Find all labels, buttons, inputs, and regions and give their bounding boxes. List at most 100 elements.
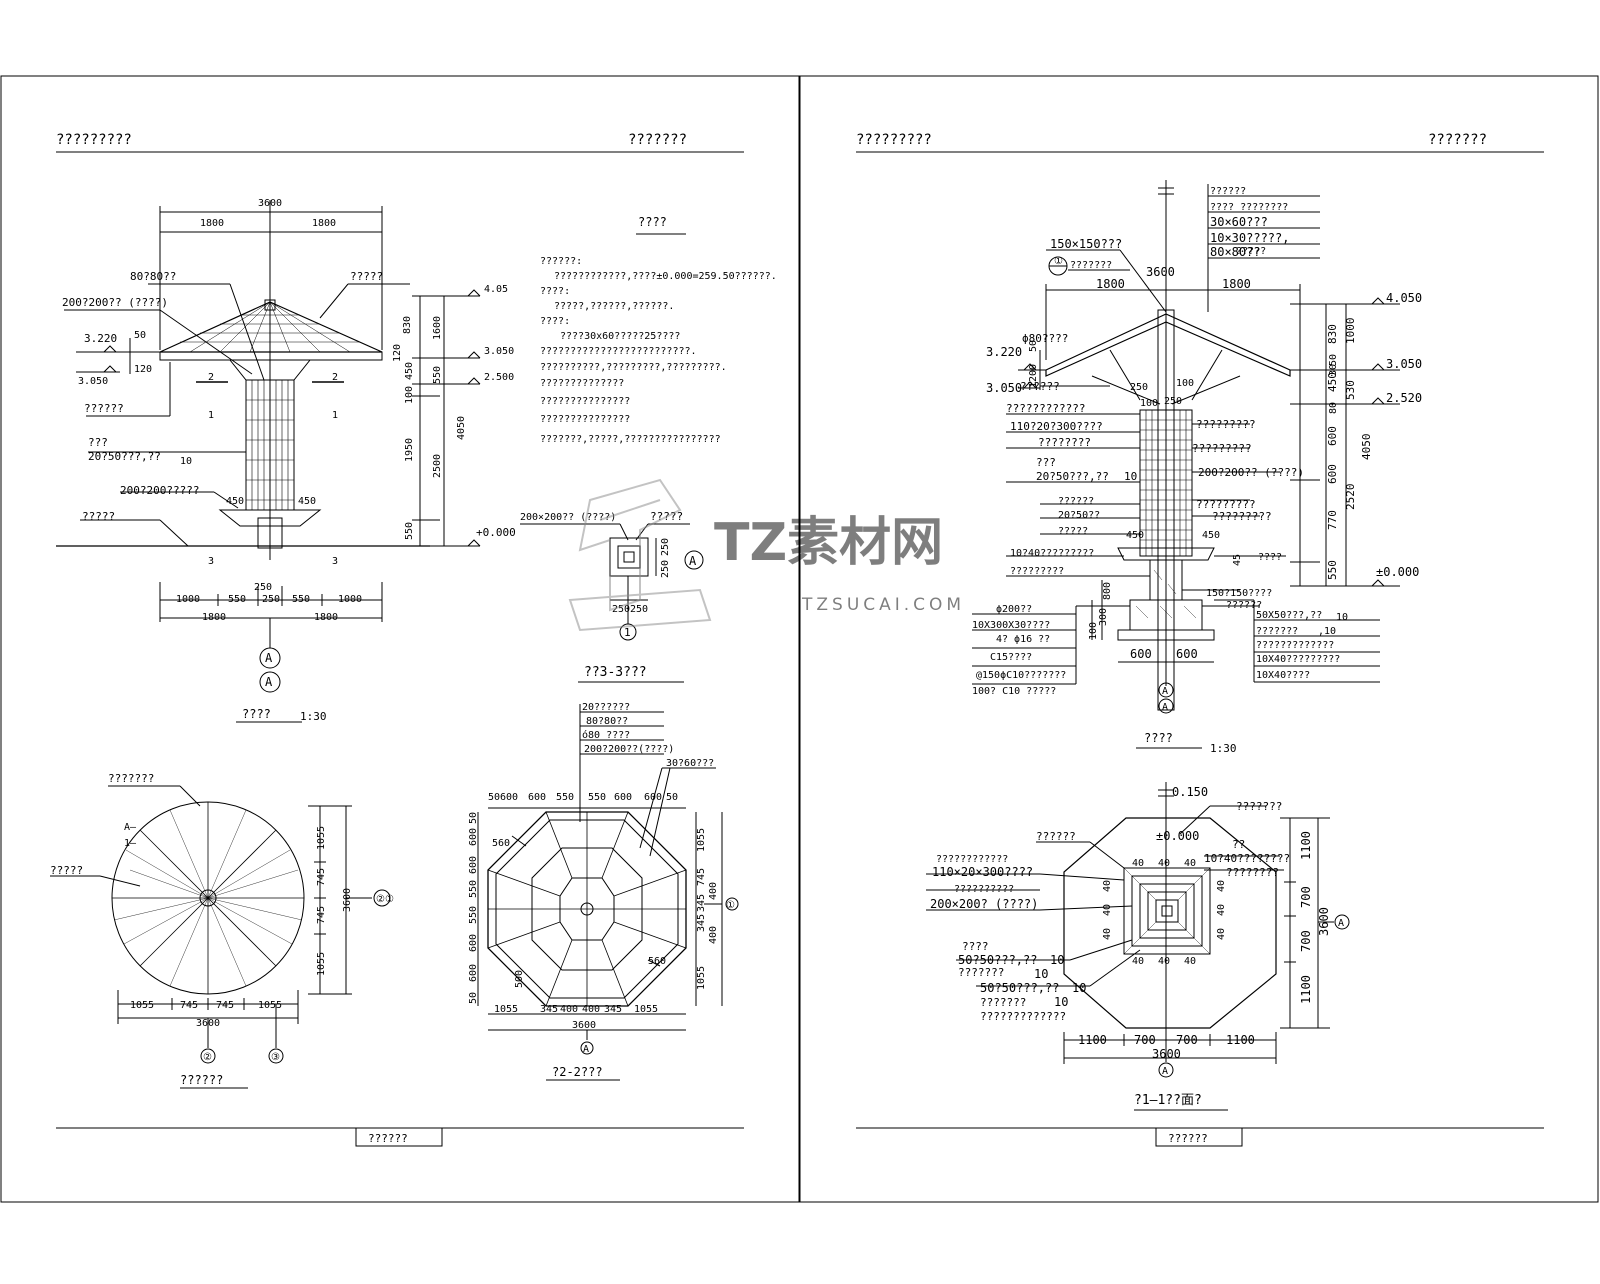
relev-dim-45: 45 xyxy=(1232,554,1243,566)
relev-left-callout: ????????? xyxy=(1010,566,1064,577)
sec22-lvdim: 50 xyxy=(468,812,479,824)
plan11-hdim: 700 xyxy=(1176,1033,1198,1047)
relev-dim-450b: 450 xyxy=(1202,530,1220,541)
relev-left-callout: ???????? xyxy=(1038,436,1091,449)
right-footer-box xyxy=(1155,1127,1243,1147)
sec22-bdim: 400 xyxy=(560,1004,578,1015)
plan11-vdim: 1100 xyxy=(1299,831,1313,860)
plan11-vdim: 700 xyxy=(1299,886,1313,908)
dim-120: 120 xyxy=(134,364,152,375)
plan11-tag: 40 xyxy=(1132,858,1144,869)
roofplan-vdim-total: 3600 xyxy=(342,888,353,912)
right-footer-label: ?????? xyxy=(1168,1132,1208,1145)
roofplan-section-label2: 1— xyxy=(124,838,137,849)
right-elevation-labels: ?????? ???? ???????? 30×60??? 10×30?????… xyxy=(972,186,1422,755)
sec22-bdim: 400 xyxy=(582,1004,600,1015)
notes-heading: ???? xyxy=(638,215,667,229)
plan11-elev-0150: 0.150 xyxy=(1172,785,1208,799)
plan11-axis-bottom: A xyxy=(1162,1066,1168,1077)
plan11-tag: 40 xyxy=(1132,956,1144,967)
watermark: TZ素材网 TZSUCAI.COM xyxy=(568,478,961,632)
callout-col-c: 10 xyxy=(180,456,192,467)
detail33-dim-v2: 250 xyxy=(660,560,671,578)
sec22-dim-560b: 560 xyxy=(648,956,666,967)
vdim-1950: 1950 xyxy=(404,438,415,462)
detail33-title: ??3-3??? xyxy=(584,665,647,680)
roof-plan-view xyxy=(50,785,391,1089)
relev-left-callout: 110?20?300???? xyxy=(1010,420,1103,433)
roofplan-callout-top: ??????? xyxy=(108,772,154,785)
relev-half-left: 1800 xyxy=(1096,277,1125,291)
watermark-brand: TZ素材网 xyxy=(714,513,943,573)
plan-1-1-view xyxy=(926,782,1350,1111)
relev-elev-2520: 2.520 xyxy=(1386,391,1422,405)
plan11-tag: 40 xyxy=(1158,858,1170,869)
relev-found-hdim: 600 xyxy=(1176,647,1198,661)
bdim-1000a: 1000 xyxy=(176,594,200,605)
roofplan-axis-b1: ② xyxy=(203,1052,212,1063)
plan11-elev-0: ±0.000 xyxy=(1156,829,1199,843)
relev-callout-sub: ??????? xyxy=(1070,260,1112,271)
plan11-num: 10 xyxy=(1072,981,1086,995)
vdim-100: 100 xyxy=(404,386,415,404)
sec22-rvdim: 1055 xyxy=(696,966,707,990)
plan11-tag: 40 xyxy=(1184,858,1196,869)
relev-dim-1200: 1200 xyxy=(1028,364,1039,388)
sec22-bdim: 1055 xyxy=(634,1004,658,1015)
sec22-callout: ó80 ???? xyxy=(582,729,630,741)
roofplan-section-label: A— xyxy=(124,822,137,833)
detail33-dim-v1: 250 xyxy=(660,538,671,556)
relev-callout: 30×60??? xyxy=(1210,215,1268,229)
elev-405: 4.05 xyxy=(484,284,508,295)
relev-found-right: ????????????? xyxy=(1256,640,1334,651)
relev-elev-4050: 4.050 xyxy=(1386,291,1422,305)
elev-half-left: 1800 xyxy=(200,218,224,229)
bdim-250: 250 xyxy=(262,594,280,605)
relev-rvdim: 550 xyxy=(1326,560,1339,580)
mark-2-right: 2 xyxy=(332,372,338,383)
relev-right-callout: ???? xyxy=(1258,552,1282,563)
notes-line: ????: xyxy=(540,286,570,297)
left-header-right-title: ??????? xyxy=(628,132,687,148)
plan11-num: 10 xyxy=(1054,995,1068,1009)
notes-line: ????????????,????±0.000=259.50??????. xyxy=(554,271,777,282)
relev-elev-0: ±0.000 xyxy=(1376,565,1419,579)
bdim-1800b: 1800 xyxy=(314,612,338,623)
notes-line: ??????????????? xyxy=(540,414,630,425)
vdim-4050: 4050 xyxy=(456,416,467,440)
relev-found-right: 50X50???,?? xyxy=(1256,610,1322,621)
detail-3-3-view xyxy=(520,523,704,683)
relev-rvdim: 600 xyxy=(1326,464,1339,484)
notes-line: ?????,??????,??????. xyxy=(554,301,674,312)
section-2-2-view xyxy=(477,704,739,1081)
plan11-callout-right: 10?40???????? xyxy=(1204,852,1290,865)
sec22-axis-bottom: A xyxy=(583,1044,589,1055)
plan11-hdim: 1100 xyxy=(1078,1033,1107,1047)
relev-scale: 1:30 xyxy=(1210,742,1237,755)
sec22-lvdim: 600 xyxy=(468,856,479,874)
roofplan-hdim: 745 xyxy=(216,1000,234,1011)
right-sheet-frame xyxy=(799,75,1599,1203)
plan11-callout2: ??????? xyxy=(958,966,1004,979)
bdim-550a: 550 xyxy=(228,594,246,605)
right-header-right-title: ??????? xyxy=(1428,132,1487,148)
relev-callout: ???? ???????? xyxy=(1210,202,1288,213)
vdim-1600: 1600 xyxy=(432,316,443,340)
plan11-vdim: 1100 xyxy=(1299,975,1313,1004)
left-elevation-title: ???? xyxy=(242,707,271,721)
relev-left-callout-10: 10 xyxy=(1124,470,1137,483)
roofplan-callout-left: ????? xyxy=(50,864,83,877)
axis-a1: A xyxy=(265,651,273,665)
relev-eave: ?????? xyxy=(1020,380,1060,393)
relev-right-callout: ????????? xyxy=(1196,418,1256,431)
relev-dim-450a: 450 xyxy=(1126,530,1144,541)
sec22-callout: 80?80?? xyxy=(586,716,628,727)
plan11-callout: ???????????? xyxy=(936,854,1008,865)
detail33-dim-h2: 250 xyxy=(630,604,648,615)
section-2-2-labels: 20?????? 80?80?? ó80 ???? 200?200??(????… xyxy=(468,702,735,1079)
vdim-830: 830 xyxy=(402,316,413,334)
sec22-dim-500: 500 xyxy=(514,970,525,988)
relev-found-callout: 4? ϕ16 ?? xyxy=(996,634,1050,645)
